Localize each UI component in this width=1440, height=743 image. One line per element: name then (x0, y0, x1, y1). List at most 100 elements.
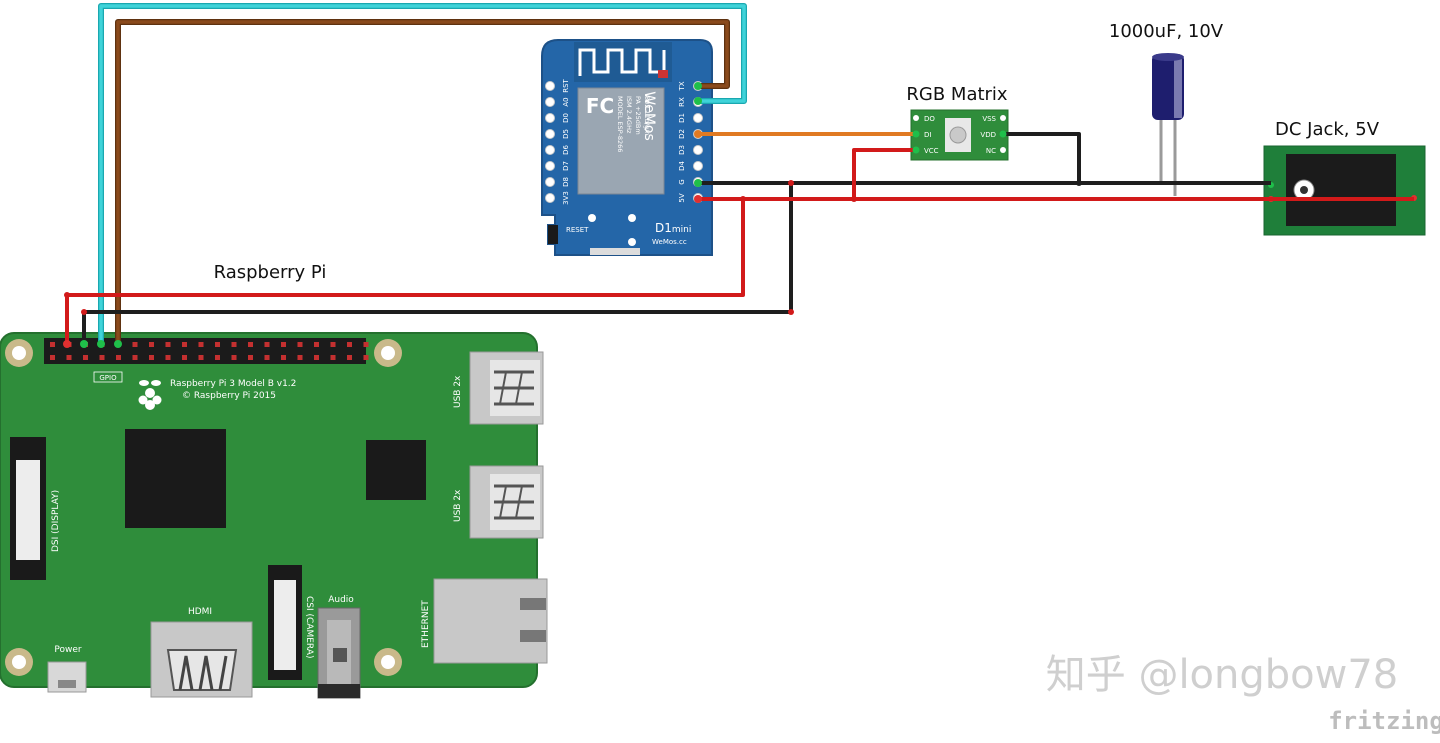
ethernet-label: ETHERNET (421, 600, 431, 648)
wemos-pin-label: D5 (562, 129, 570, 139)
wemos-pin-label: D3 (678, 145, 686, 155)
wemos-pin-hole (545, 177, 555, 187)
usb-port-top (469, 351, 544, 425)
rgb-pin-label: VSS (982, 115, 996, 123)
wemos-pin-label: 5V (678, 193, 686, 202)
wemos-pin-label: D0 (562, 113, 570, 123)
wire-red-pi (65, 199, 745, 344)
wemos-pin-label: RST (562, 78, 570, 92)
gpio-pin (264, 342, 270, 347)
dc-jack (1263, 145, 1426, 236)
gpio-pin (132, 355, 138, 360)
gpio-pin (165, 355, 171, 360)
gpio-pin (248, 355, 253, 360)
gpio-pin (215, 342, 220, 347)
wemos-logo: WeMos (641, 91, 657, 141)
dsi-connector (10, 437, 46, 580)
gpio-pin (347, 355, 352, 360)
rgb-pin-hole (1000, 115, 1006, 121)
wires (64, 3, 1414, 344)
rpi-model-text: Raspberry Pi 3 Model B v1.2 (170, 379, 296, 389)
audio-label: Audio (328, 595, 354, 605)
csi-connector (268, 565, 302, 680)
gpio-pin (330, 342, 336, 347)
wire-red-rgb (852, 148, 916, 199)
gpio-pin (182, 342, 187, 347)
csi-label: CSI (CAMERA) (304, 596, 314, 658)
rgb-pin-label: NC (986, 147, 996, 155)
lan-chip (366, 440, 426, 500)
reset-label: RESET (566, 226, 589, 234)
gpio-pin (314, 355, 319, 360)
power-label: Power (54, 645, 82, 655)
wemos-pin-label: D2 (678, 129, 686, 139)
watermark: 知乎 @longbow78 (1046, 652, 1399, 698)
rpi-copyright-text: © Raspberry Pi 2015 (182, 391, 276, 401)
wemos-pin-label: D4 (678, 161, 686, 171)
gpio-pin (50, 342, 55, 347)
gpio-pin (182, 355, 187, 360)
gpio-pin (248, 342, 253, 347)
gpio-pin (297, 342, 303, 347)
gpio-pin (297, 355, 303, 360)
usb-label-2: USB 2x (453, 489, 463, 522)
wemos-pin-label: D6 (562, 145, 570, 155)
gpio-pin (149, 355, 154, 360)
gpio-pin (363, 342, 369, 347)
mounting-holes (5, 339, 402, 676)
gpio-pin (314, 342, 319, 347)
gpio-pin (231, 342, 237, 347)
wemos-pin-label: D7 (562, 161, 570, 171)
gpio-pin (264, 355, 270, 360)
gpio-pin (50, 355, 55, 360)
wemos-pin-hole (545, 81, 555, 91)
gpio-pin (99, 355, 105, 360)
audio-jack (317, 607, 361, 699)
capacitor (1152, 53, 1184, 196)
capacitor-title: 1000uF, 10V (1109, 21, 1224, 42)
wire-endpoints (63, 82, 1007, 348)
usb-port-bottom (469, 465, 544, 539)
rgb-pin-label: VCC (924, 147, 939, 155)
wemos-pin-label: A0 (562, 97, 570, 106)
gpio-pin (198, 355, 204, 360)
raspberry-logo-icon (138, 380, 162, 410)
raspberry-pi-board: GPIO Raspberry Pi 3 Model B v1.2 © Raspb… (0, 332, 548, 699)
gpio-pin (281, 342, 286, 347)
gpio-pin (363, 355, 369, 360)
wemos-pin-hole (545, 161, 555, 171)
gpio-pin (231, 355, 237, 360)
gpio-pin (330, 355, 336, 360)
dc-jack-title: DC Jack, 5V (1275, 119, 1380, 140)
wemos-model-line: ISM 2.4GHz (625, 96, 633, 134)
d1-name: D1mini (655, 221, 691, 235)
wemos-pin-hole (545, 129, 555, 139)
rgb-matrix-title: RGB Matrix (906, 84, 1008, 105)
gpio-pin (116, 355, 121, 360)
wemos-pin-hole (693, 113, 703, 123)
raspberry-pi-title: Raspberry Pi (214, 262, 327, 283)
wemos-pin-hole (693, 145, 703, 155)
ethernet-port (433, 578, 548, 664)
wemos-pin-label: D8 (562, 177, 570, 187)
wire-black-rgb (1003, 132, 1081, 183)
hdmi-label: HDMI (188, 607, 212, 617)
gpio-pin (132, 342, 138, 347)
gpio-pin (66, 355, 72, 360)
wemos-model-line: MODEL ESP-8266 (616, 96, 624, 152)
gpio-pin (149, 342, 154, 347)
rgb-pin-hole (913, 115, 919, 121)
wemos-pin-hole (693, 161, 703, 171)
gpio-label: GPIO (99, 374, 117, 382)
gpio-pin (198, 342, 204, 347)
fritzing-brand: fritzing (1328, 707, 1440, 735)
wemos-pin-label: G (678, 179, 686, 184)
dsi-label: DSI (DISPLAY) (51, 490, 61, 552)
wemos-pin-hole (545, 113, 555, 123)
